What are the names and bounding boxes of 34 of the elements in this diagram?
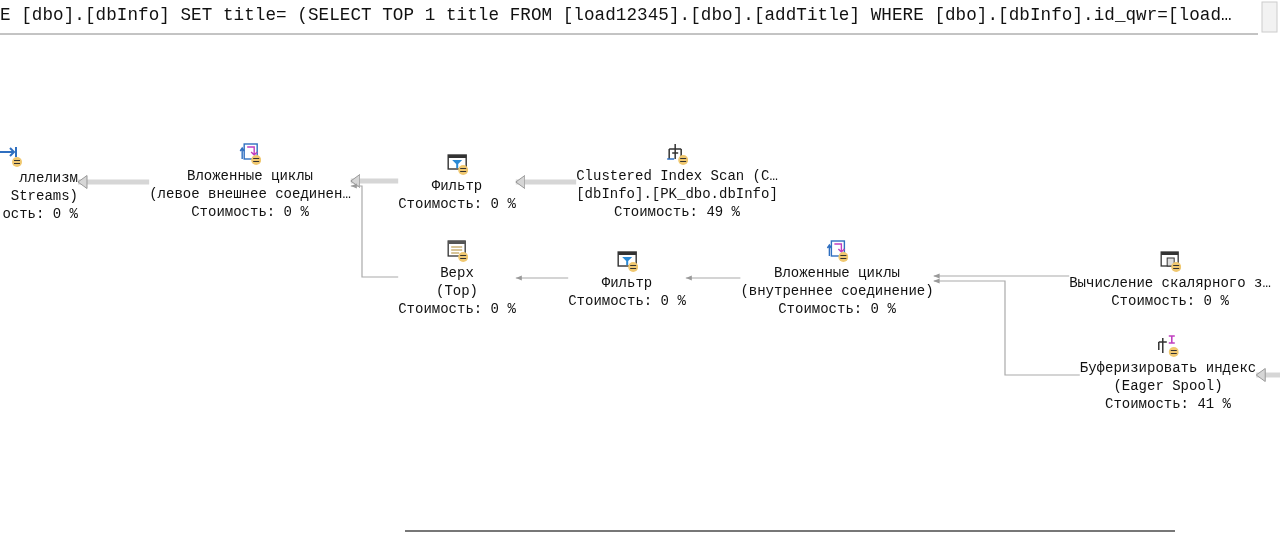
data-flow-arrow — [77, 175, 150, 189]
query-text: E [dbo].[dbInfo] SET title= (SELECT TOP 1 title FROM [load12345].[dbo].[addTitle] WHERE [dbo].[dbInfo].id_qwr=[load… — [0, 5, 1232, 25]
arrow — [350, 183, 399, 278]
operator-label: Streams) — [9, 187, 78, 205]
operator-label: Фильтр — [600, 274, 654, 292]
cost-label: Стоимость: 0 % — [398, 195, 516, 213]
operator-label: Вычисление скалярного з… — [1069, 274, 1271, 292]
data-flow-arrow — [515, 175, 577, 189]
operator-label: Буферизировать индекс — [1079, 359, 1257, 377]
cost-label: Стоимость: 0 % — [1110, 292, 1230, 310]
operator-label: Верх — [439, 264, 475, 282]
cost-label: ость: 0 % — [1, 205, 78, 223]
operator-label: [dbInfo].[PK_dbo.dbInfo] — [576, 185, 778, 203]
operator-label: Clustered Index Scan (C… — [576, 167, 778, 185]
cost-label: Стоимость: 0 % — [190, 203, 310, 221]
operator-label: Вложенные циклы — [186, 167, 314, 185]
cost-label: Стоимость: 41 % — [1104, 395, 1232, 413]
data-flow-arrow — [1255, 368, 1280, 382]
data-flow-arrow — [350, 174, 399, 188]
cost-label: Стоимость: 0 % — [398, 300, 516, 318]
operator-label: (Eager Spool) — [1112, 377, 1224, 395]
arrow — [685, 275, 741, 281]
operator-label: Вложенные циклы — [773, 264, 901, 282]
cost-label: Стоимость: 0 % — [777, 300, 897, 318]
operator-label: (Top) — [435, 282, 479, 300]
operator-label: (внутреннее соединение) — [740, 282, 934, 300]
arrow — [933, 273, 1070, 279]
arrow — [515, 275, 569, 281]
operator-label: ллелизм — [18, 169, 78, 187]
arrow — [933, 278, 1081, 376]
cost-label: Стоимость: 49 % — [613, 203, 741, 221]
cost-label: Стоимость: 0 % — [568, 292, 686, 310]
operator-label: (левое внешнее соединен… — [149, 185, 351, 203]
operator-label: Фильтр — [430, 177, 484, 195]
